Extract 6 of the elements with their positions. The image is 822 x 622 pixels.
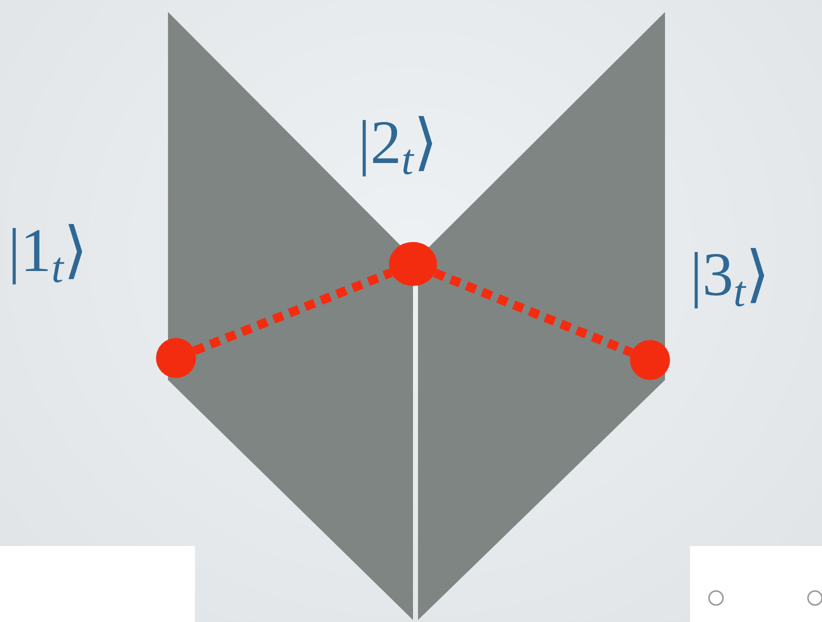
state-label: |2$_{t}$⟩ bbox=[358, 112, 438, 182]
dotted-line bbox=[433, 268, 634, 357]
state-label: |3$_{t}$⟩ bbox=[690, 244, 770, 314]
point-marker bbox=[156, 338, 196, 378]
dotted-line bbox=[192, 268, 393, 355]
state-label: |1$_{t}$⟩ bbox=[8, 220, 88, 290]
